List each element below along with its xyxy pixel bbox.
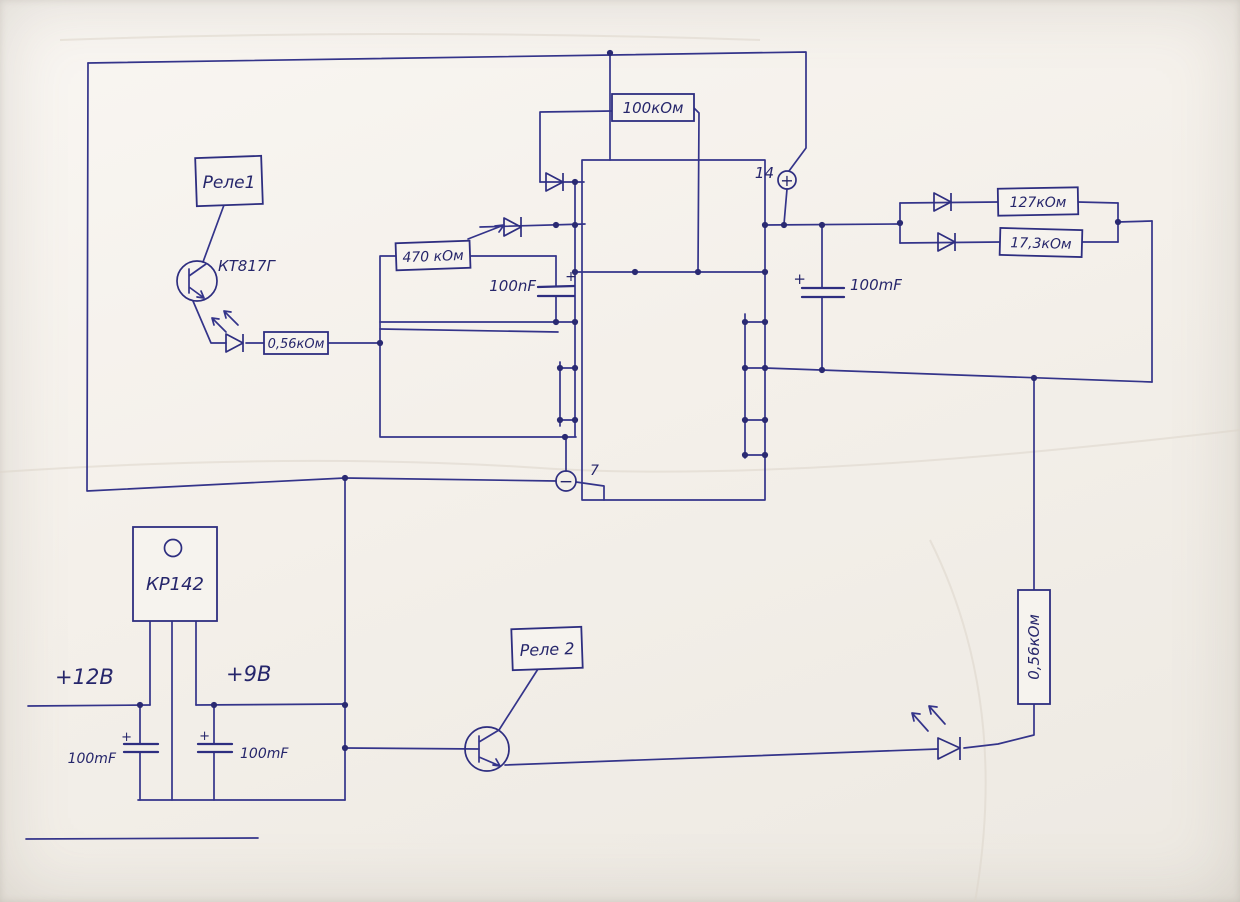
resistor-470k-label: 470 кОм (402, 248, 464, 266)
paper-creases (0, 33, 1240, 902)
capacitor-plates (122, 284, 846, 754)
led-left (211, 310, 244, 353)
cap-center-plates (536, 284, 576, 298)
diodes (211, 172, 961, 760)
capacitor-bl1-plus: + (121, 730, 132, 745)
capacitor-bl1-label: 100mF (68, 751, 117, 767)
resistor-100k-label: 100кОм (623, 99, 684, 117)
cap-bl1-plates (122, 742, 160, 754)
resistor-0-56k-right-box (1017, 589, 1051, 705)
resistor-100k-box (611, 93, 695, 122)
wire-bus-322 (379, 321, 576, 333)
rail-9v-label: +9В (226, 662, 271, 686)
pin14-label: 14 (755, 164, 774, 182)
wire-rail-ground (25, 837, 259, 840)
wire-top-loop (87, 51, 807, 172)
led-left-arrows (211, 310, 239, 333)
resistor-127k-label: 127кОм (1010, 195, 1067, 211)
wire-bus-right-long (764, 367, 1153, 383)
rail-12v-label: +12В (55, 665, 114, 689)
relay1-label: Реле1 (203, 173, 256, 193)
component-boxes (132, 93, 1084, 705)
wire-r100k-out (693, 107, 700, 273)
wire-regulator-legs (149, 620, 197, 801)
resistor-127k-box (996, 186, 1080, 217)
capacitor-bl2-label: 100mF (240, 746, 289, 762)
wire-left-loop (86, 62, 346, 492)
wire-inner-right-vertical (744, 313, 766, 459)
wire-left-block (379, 181, 577, 438)
regulator-kr142-box (132, 526, 218, 622)
wires (25, 51, 1153, 840)
resistor-17-3k-box (998, 227, 1084, 258)
wire-inner-left-vertical (559, 361, 576, 427)
resistor-0-56k-left-label: 0,56кОм (268, 337, 325, 352)
led-right (911, 705, 961, 760)
wire-bus-225-right (764, 223, 901, 226)
wire-plus-node-drop (783, 188, 788, 225)
ground-minus-node (555, 470, 577, 492)
capacitor-right-label: 100mF (850, 276, 902, 294)
capacitor-bl2-plus: + (199, 729, 210, 744)
wire-r056-right-bottom (963, 703, 1035, 749)
regulator-label: КР142 (146, 574, 204, 595)
wire-q2-collector-to-relay2 (498, 668, 539, 731)
wire-minus-node-right (575, 481, 605, 501)
pin7-label: 7 (590, 463, 599, 479)
relay2-label: Реле 2 (519, 639, 574, 660)
transistor-kt817 (176, 260, 218, 302)
diode-branch-bottom (937, 232, 956, 252)
diode-b (503, 217, 522, 237)
capacitor-center-label: 100nF (489, 277, 536, 295)
resistor-17-3k-label: 17,3кОм (1010, 235, 1072, 253)
led-right-arrows (911, 705, 946, 732)
wire-rail-9v (195, 703, 346, 706)
wire-rail-12v (27, 704, 151, 707)
wire-relay1-to-q1 (202, 204, 225, 263)
resistor-0-56k-left-box (263, 331, 329, 355)
wire-branch-join-right (1117, 202, 1153, 243)
cap-bl2-plates (196, 742, 234, 754)
labels: Реле1 КТ817Г 0,56кОм 470 кОм 100nF + 100… (55, 99, 1072, 767)
supply-plus-node (777, 170, 797, 190)
wire-q2-base (344, 747, 480, 750)
transistor-relay2-driver (464, 726, 510, 772)
transistor1-label: КТ817Г (218, 257, 276, 275)
resistor-470k-arrow (467, 224, 505, 240)
wire-right-block (581, 159, 766, 501)
regulator-mount-hole (163, 538, 183, 558)
resistor-0-56k-right-label: 0,56кОм (1025, 614, 1043, 680)
minus-node-symbol: − (559, 472, 573, 492)
diode-branch-top (933, 192, 952, 212)
wire-branch-bottom (899, 241, 1119, 244)
cap-right-plates (800, 286, 846, 299)
junction-dots (136, 49, 1122, 752)
plus-node-symbol: + (780, 171, 793, 190)
diode-a (545, 172, 564, 192)
resistor-470k-box (394, 239, 472, 272)
relay2-box (510, 625, 584, 672)
wire-minus-node-left (344, 477, 557, 482)
relay1-box (194, 154, 264, 208)
capacitor-right-plus: + (793, 270, 806, 288)
wire-q1-emitter (192, 300, 227, 344)
wire-r100k-in (539, 110, 613, 183)
wire-led2-to-q2 (504, 748, 939, 766)
capacitor-center-plus: + (565, 269, 577, 285)
